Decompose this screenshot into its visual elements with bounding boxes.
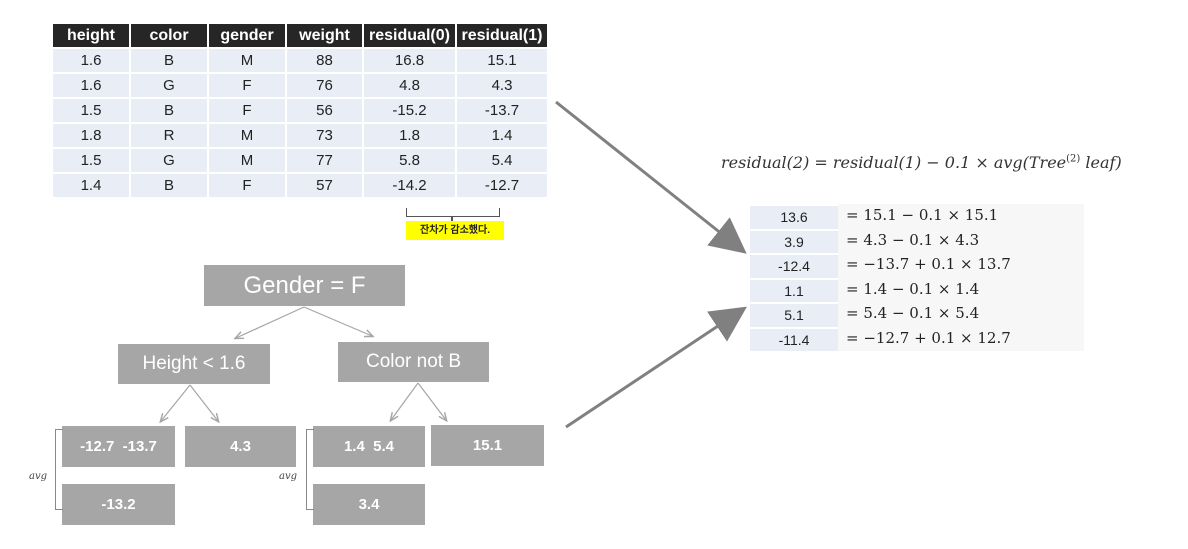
table-row: 1.6 B M 88 16.8 15.1 (53, 47, 547, 73)
table-cell: -13.7 (456, 97, 547, 123)
table-cell: 57 (286, 172, 364, 197)
tree-edge-left-leaf2 (189, 384, 218, 421)
table-cell: F (208, 72, 287, 98)
header-gender: gender (208, 24, 287, 48)
table-cell: 4.8 (363, 72, 457, 98)
table-row: 1.6 G F 76 4.8 4.3 (53, 72, 547, 98)
formula-eq: = (814, 153, 828, 172)
table-cell: M (208, 122, 287, 148)
table-cell: 1.8 (363, 122, 457, 148)
tree-edge-left-leaf1 (161, 384, 191, 421)
header-residual-0: residual(0) (363, 24, 457, 48)
table-to-results-arrow (555, 100, 747, 254)
table-cell: 5.8 (363, 147, 457, 173)
result-value: 1.1 (750, 277, 838, 302)
tree-edge-root-left (236, 306, 305, 338)
table-cell: G (130, 147, 209, 173)
table-cell: 73 (286, 122, 364, 148)
table-cell: 1.4 (53, 172, 131, 197)
data-table: height color gender weight residual(0) r… (53, 24, 547, 197)
tree-leaf-2: 4.3 (185, 426, 296, 467)
header-color: color (130, 24, 209, 48)
table-cell: 77 (286, 147, 364, 173)
tree-right-node: Color not B (338, 342, 489, 382)
table-cell: 1.5 (53, 147, 131, 173)
table-cell: G (130, 72, 209, 98)
tree-left-node: Height < 1.6 (118, 344, 270, 384)
tree-leaf-1: -12.7 -13.7 (62, 426, 175, 467)
table-cell: B (130, 97, 209, 123)
header-residual-1: residual(1) (456, 24, 547, 48)
residual-update-formula: residual(2) = residual(1) − 0.1 × avg(Tr… (721, 153, 1122, 172)
result-expression: = 15.1 − 0.1 × 15.1 (838, 204, 1084, 229)
formula-lhs: residual(2) (721, 153, 810, 172)
formula-rhs-b: leaf) (1080, 153, 1122, 172)
formula-sup: (2) (1066, 153, 1081, 165)
table-cell: -14.2 (363, 172, 457, 197)
table-header-row: height color gender weight residual(0) r… (53, 24, 547, 48)
table-cell: 1.6 (53, 72, 131, 98)
table-cell: 15.1 (456, 47, 547, 73)
result-expression: = −13.7 + 0.1 × 13.7 (838, 253, 1084, 278)
table-cell: M (208, 147, 287, 173)
tree-to-results-arrow (565, 306, 747, 429)
avg-bracket-left (55, 429, 63, 510)
tree-edge-right-leaf3 (391, 382, 419, 420)
avg-bracket-right (306, 429, 314, 510)
avg-label-right: avg (279, 471, 298, 482)
table-cell: 4.3 (456, 72, 547, 98)
table-cell: 1.4 (456, 122, 547, 148)
table-cell: F (208, 172, 287, 197)
tree-leaf-4: 15.1 (431, 425, 544, 466)
result-expression: = 1.4 − 0.1 × 1.4 (838, 277, 1084, 302)
table-cell: 1.5 (53, 97, 131, 123)
result-value: -11.4 (750, 326, 838, 351)
residual-bracket-tick (451, 216, 453, 221)
table-row: 1.4 B F 57 -14.2 -12.7 (53, 172, 547, 197)
tree-avg-leaf-3: 3.4 (313, 484, 425, 525)
table-cell: 88 (286, 47, 364, 73)
residual-bracket (406, 208, 500, 217)
table-cell: M (208, 47, 287, 73)
table-cell: 56 (286, 97, 364, 123)
result-expression: = 5.4 − 0.1 × 5.4 (838, 302, 1084, 327)
table-cell: F (208, 97, 287, 123)
residual-note: 잔차가 감소했다. (406, 221, 504, 240)
header-weight: weight (286, 24, 364, 48)
table-cell: B (130, 47, 209, 73)
table-row: 1.5 B F 56 -15.2 -13.7 (53, 97, 547, 123)
table-row: 1.8 R M 73 1.8 1.4 (53, 122, 547, 148)
table-row: 1.5 G M 77 5.8 5.4 (53, 147, 547, 173)
result-expression: = 4.3 − 0.1 × 4.3 (838, 228, 1084, 253)
table-cell: -15.2 (363, 97, 457, 123)
formula-rhs-a: residual(1) − 0.1 × avg(Tree (832, 153, 1067, 172)
result-value: 13.6 (750, 204, 838, 229)
avg-label-left: avg (29, 471, 48, 482)
tree-avg-leaf-1: -13.2 (62, 484, 175, 525)
header-height: height (53, 24, 131, 48)
table-cell: 5.4 (456, 147, 547, 173)
table-cell: B (130, 172, 209, 197)
table-cell: R (130, 122, 209, 148)
result-expression: = −12.7 + 0.1 × 12.7 (838, 326, 1084, 351)
result-value: 5.1 (750, 302, 838, 327)
table-cell: 1.6 (53, 47, 131, 73)
tree-edge-right-leaf4 (417, 382, 446, 420)
table-cell: 76 (286, 72, 364, 98)
tree-leaf-3: 1.4 5.4 (313, 426, 425, 467)
result-value: 3.9 (750, 228, 838, 253)
table-cell: 16.8 (363, 47, 457, 73)
table-cell: 1.8 (53, 122, 131, 148)
result-value: -12.4 (750, 253, 838, 278)
tree-root-node: Gender = F (204, 265, 405, 306)
table-cell: -12.7 (456, 172, 547, 197)
tree-edge-root-right (303, 306, 372, 336)
